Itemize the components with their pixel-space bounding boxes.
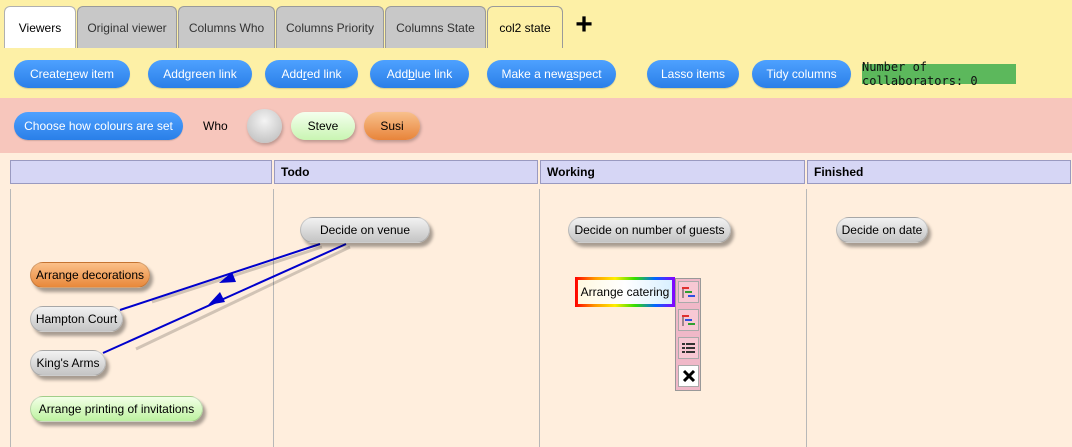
link-venue-kings-arms[interactable] [102, 243, 347, 354]
tab-columns-priority[interactable]: Columns Priority [276, 6, 384, 48]
tidy-columns-button[interactable]: Tidy columns [752, 60, 851, 88]
choose-colours-button[interactable]: Choose how colours are set [14, 112, 183, 140]
colour-bar: Choose how colours are set Who Steve Sus… [0, 98, 1072, 153]
column-divider [273, 189, 274, 447]
column-divider [10, 189, 11, 447]
column-header-working: Working [540, 160, 805, 184]
item-kings-arms[interactable]: King's Arms [30, 350, 106, 376]
item-arrange-printing[interactable]: Arrange printing of invitations [30, 396, 203, 422]
tab-bar: Viewers Original viewer Columns Who Colu… [0, 0, 1072, 48]
item-arrange-decorations[interactable]: Arrange decorations [30, 262, 150, 288]
list-icon[interactable] [678, 337, 699, 359]
tab-col2-state[interactable]: col2 state [487, 6, 563, 48]
tab-original-viewer[interactable]: Original viewer [77, 6, 177, 48]
item-decide-on-date[interactable]: Decide on date [836, 217, 928, 243]
column-header-unassigned [10, 160, 272, 184]
close-icon[interactable] [678, 365, 699, 387]
column-divider [806, 189, 807, 447]
who-unassigned-swatch[interactable] [247, 109, 282, 143]
add-tab-plus-icon[interactable]: + [575, 8, 593, 41]
tab-columns-who[interactable]: Columns Who [178, 6, 275, 48]
tab-columns-state[interactable]: Columns State [385, 6, 486, 48]
board: Arrange decorations Hampton Court King's… [0, 189, 1072, 447]
arrow-head [208, 292, 225, 305]
link-venue-hampton-court[interactable] [119, 243, 321, 311]
link-shadow [151, 245, 323, 304]
collaborators-count: Number of collaborators: 0 [862, 60, 1016, 88]
column-header-finished: Finished [807, 160, 1071, 184]
item-decide-number-of-guests[interactable]: Decide on number of guests [568, 217, 731, 243]
column-divider [539, 189, 540, 447]
item-arrange-catering-selected[interactable]: Arrange catering [575, 277, 675, 307]
lasso-items-button[interactable]: Lasso items [647, 60, 739, 88]
who-steve[interactable]: Steve [291, 112, 355, 140]
item-context-menu [675, 278, 701, 391]
item-arrange-catering-label: Arrange catering [578, 280, 672, 304]
column-header-todo: Todo [274, 160, 538, 184]
arrow-head [219, 272, 236, 283]
item-decide-on-venue[interactable]: Decide on venue [300, 217, 430, 243]
tab-viewers[interactable]: Viewers [4, 6, 76, 48]
who-label: Who [203, 119, 228, 133]
column-headers: Todo Working Finished [0, 153, 1072, 189]
flow-icon[interactable] [678, 309, 699, 331]
who-susi[interactable]: Susi [364, 112, 420, 140]
flow-icon[interactable] [678, 281, 699, 303]
link-shadow [135, 245, 351, 351]
item-hampton-court[interactable]: Hampton Court [30, 306, 123, 332]
